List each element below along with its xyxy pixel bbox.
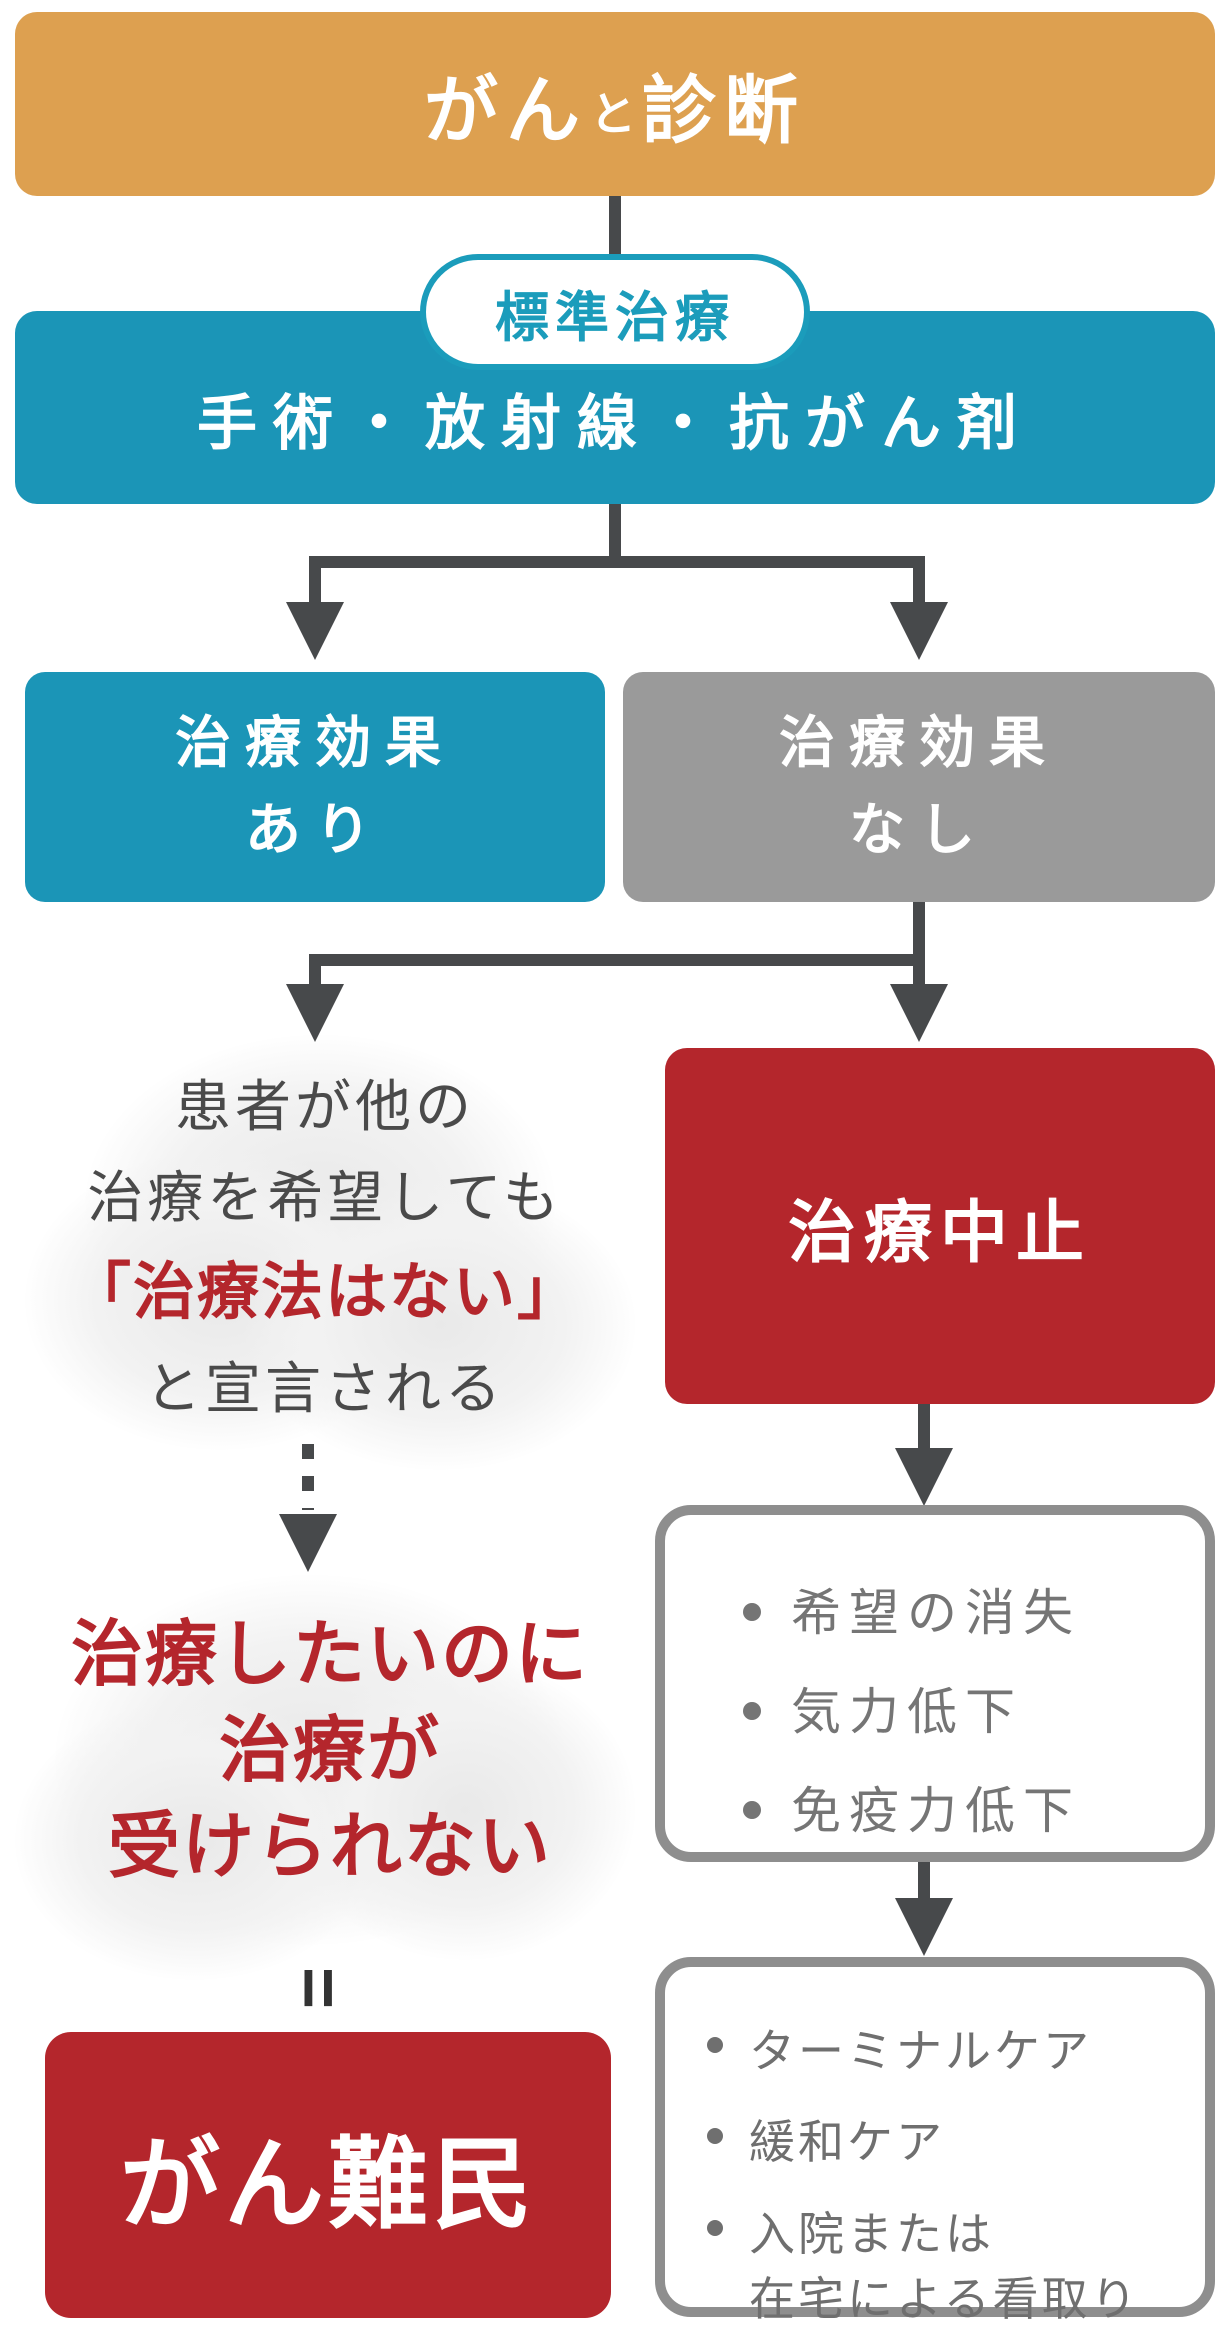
list-item: 緩和ケア (707, 2110, 1205, 2175)
connector-line (918, 1404, 930, 1448)
list-item: 気力低下 (743, 1680, 1205, 1745)
arrow-down-icon (890, 984, 948, 1042)
connector-line (609, 504, 621, 558)
list-item: ターミナルケア (707, 2019, 1205, 2084)
list-item: 免疫力低下 (743, 1779, 1205, 1844)
declared-line1: 患者が他の (175, 1075, 475, 1138)
connector-line (309, 954, 925, 966)
arrow-down-icon (286, 984, 344, 1042)
standard-treatment-badge: 標準治療 (420, 254, 810, 370)
refugee-label: がん難民 (120, 2128, 536, 2241)
list-item: 入院または 在宅による看取り (707, 2202, 1205, 2333)
connector-line (609, 196, 621, 258)
standard-treatments-label: 手術・放射線・抗がん剤 (197, 390, 1033, 457)
arrow-down-icon (890, 602, 948, 660)
connector-line (918, 1862, 930, 1900)
connector-line (309, 966, 321, 984)
not-effective-line1: 治療効果 (779, 711, 1059, 775)
cloud-shape (295, 1660, 635, 1960)
node-treatment-stopped: 治療中止 (665, 1048, 1215, 1404)
equals-symbol: = (277, 1966, 358, 2010)
arrow-down-icon (895, 1898, 953, 1956)
bullet-icon (707, 2219, 723, 2236)
node-cancer-refugee: がん難民 (45, 2032, 611, 2318)
node-consequences-list: 希望の消失 気力低下 免疫力低下 (655, 1505, 1215, 1862)
declared-line3-highlight: 「治療法はない」 (68, 1258, 581, 1328)
arrow-down-icon (279, 1514, 337, 1572)
care-3-line1: 入院または (749, 2207, 994, 2260)
bullet-icon (743, 1603, 761, 1621)
declared-line2: 治療を希望しても (87, 1165, 563, 1229)
cloud-declared-no-treatment: 患者が他の 治療を希望しても 「治療法はない」 と宣言される (15, 1062, 635, 1435)
care-2: 緩和ケア (749, 2116, 945, 2169)
effective-line2: あり (245, 798, 385, 861)
connector-line (309, 556, 925, 568)
list-item: 希望の消失 (743, 1581, 1205, 1646)
arrow-down-icon (895, 1448, 953, 1506)
connector-line (913, 966, 925, 984)
connector-line (913, 902, 925, 954)
diagnosis-label-part3: 診断 (642, 68, 806, 152)
care-3-line2: 在宅による看取り (749, 2272, 1140, 2325)
consequence-1: 希望の消失 (791, 1585, 1081, 1641)
consequence-3: 免疫力低下 (791, 1783, 1081, 1839)
declared-line4: と宣言される (145, 1356, 505, 1420)
bullet-icon (707, 2037, 723, 2053)
care-1: ターミナルケア (749, 2025, 1092, 2077)
badge-label: 標準治療 (495, 287, 735, 348)
bullet-icon (743, 1801, 761, 1819)
connector-line (913, 568, 925, 602)
effective-line1: 治療効果 (175, 711, 455, 775)
cloud-cannot-receive-treatment: 治療したいのに 治療が 受けられない (15, 1608, 645, 1895)
consequence-2: 気力低下 (791, 1684, 1023, 1740)
diagnosis-label-part1: がん (424, 68, 588, 152)
equals-icon: = (276, 1952, 360, 2024)
care-3: 入院または 在宅による看取り (749, 2202, 1140, 2333)
bullet-icon (743, 1702, 761, 1720)
refused-line1: 治療したいのに (70, 1615, 589, 1695)
node-treatment-effective: 治療効果 あり (25, 672, 605, 902)
diagnosis-label-part2: と (590, 88, 636, 140)
node-cancer-diagnosis: がん と 診断 (15, 12, 1215, 196)
node-care-list: ターミナルケア 緩和ケア 入院または 在宅による看取り (655, 1957, 1215, 2325)
stop-label: 治療中止 (787, 1194, 1092, 1271)
cloud-shape (245, 1180, 635, 1470)
not-effective-line2: なし (849, 798, 989, 861)
refused-line3: 受けられない (107, 1806, 552, 1887)
node-treatment-not-effective: 治療効果 なし (623, 672, 1215, 902)
arrow-down-icon (286, 602, 344, 660)
dashed-connector-line (302, 1444, 314, 1510)
bullet-icon (707, 2128, 723, 2145)
refused-line2: 治療が (218, 1710, 441, 1791)
connector-line (309, 568, 321, 602)
